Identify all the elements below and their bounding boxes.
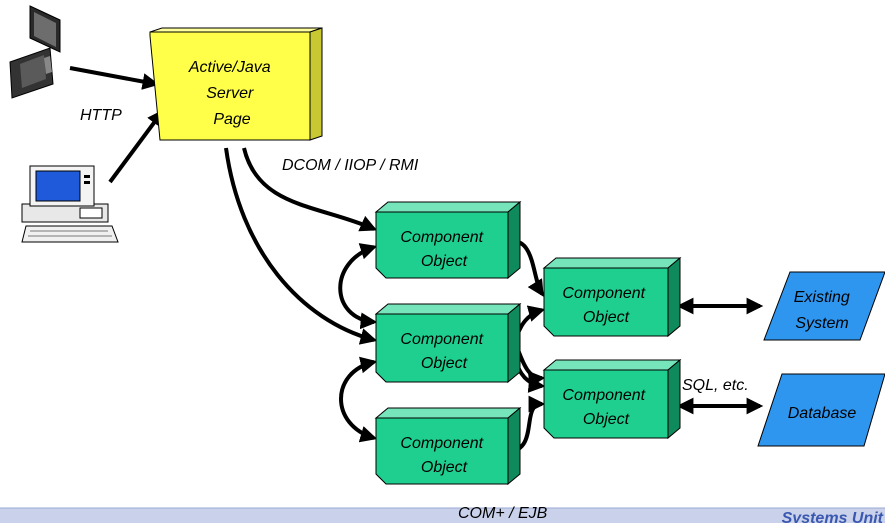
server-page-box: Active/Java Server Page xyxy=(149,27,323,141)
svg-text:Existing System: Existing System xyxy=(794,289,854,332)
laptop-icon xyxy=(9,5,61,99)
http-label: HTTP xyxy=(80,107,122,124)
svg-text:Component Object: Component Object xyxy=(400,331,487,372)
footer-band xyxy=(0,508,885,523)
svg-text:Component Object: Component Object xyxy=(562,387,649,428)
desktop-computer-icon xyxy=(21,165,119,243)
component-object-3: Component Object xyxy=(374,406,522,486)
component-object-2: Component Object xyxy=(374,302,522,384)
svg-text:Active/Java Server: Active/Java Server Page xyxy=(188,59,275,128)
existing-system-shape: Existing System xyxy=(763,271,885,341)
component-object-4: Component Object xyxy=(542,256,682,338)
svg-text:Component Object: Component Object xyxy=(400,435,487,476)
complus-label: COM+ / EJB xyxy=(458,505,548,522)
c1-to-c2-connector xyxy=(338,243,378,330)
corner-label: Systems Unit xyxy=(782,510,884,523)
laptop-arrow xyxy=(69,66,160,90)
c2-to-c3-connector xyxy=(339,356,378,443)
sql-label: SQL, etc. xyxy=(682,377,749,394)
desktop-arrow xyxy=(108,109,165,184)
svg-text:Component Object: Component Object xyxy=(562,285,649,326)
svg-text:Database: Database xyxy=(788,405,857,422)
server-line-1: Active/Java xyxy=(188,59,271,76)
component-object-5: Component Object xyxy=(542,358,682,440)
protocol-label: DCOM / IIOP / RMI xyxy=(282,157,419,174)
database-shape: Database xyxy=(757,373,885,447)
component-object-1: Component Object xyxy=(374,200,522,280)
server-to-c1-connector xyxy=(242,147,378,232)
server-to-c2-connector xyxy=(224,147,378,345)
server-line-2: Server xyxy=(206,85,254,102)
svg-text:Component Object: Component Object xyxy=(400,229,487,270)
server-line-3: Page xyxy=(213,111,250,128)
